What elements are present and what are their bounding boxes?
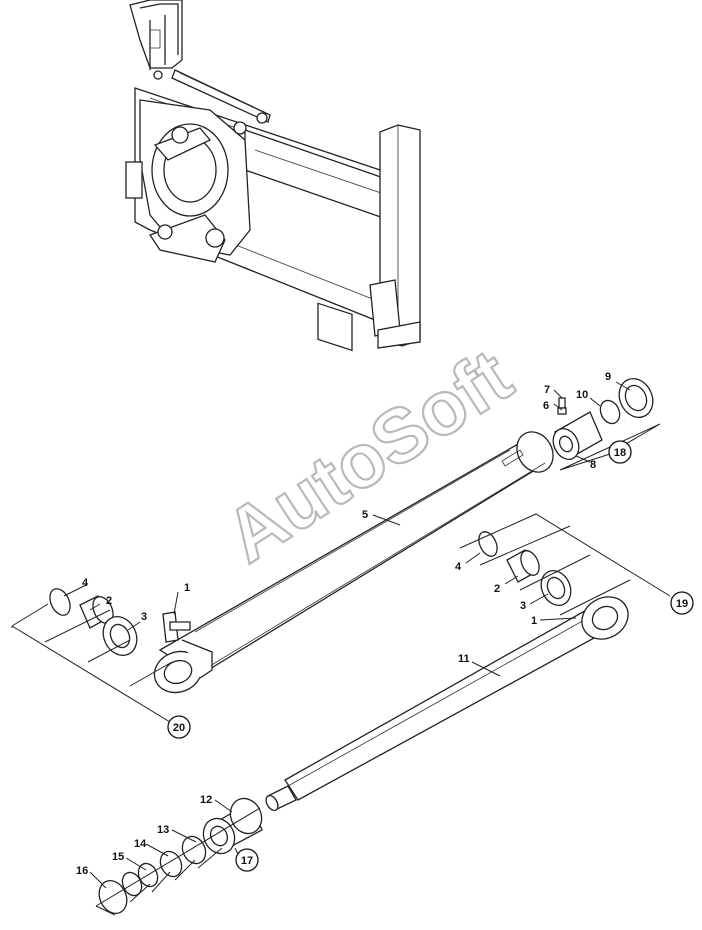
callout-16: 16 — [76, 865, 88, 877]
leader-lines — [11, 381, 671, 916]
svg-text:19: 19 — [676, 598, 688, 610]
callout-14: 14 — [134, 838, 147, 850]
assembly-17: 17 — [235, 848, 259, 872]
piston-rod — [265, 596, 629, 812]
assembly-callouts: 17 18 19 20 — [167, 440, 694, 872]
callout-5: 5 — [362, 509, 368, 521]
svg-text:20: 20 — [173, 722, 185, 734]
callout-2-left: 2 — [106, 595, 112, 607]
svg-text:17: 17 — [241, 855, 253, 867]
assembly-20: 20 — [167, 715, 191, 739]
left-hardware-group — [49, 588, 138, 656]
callout-4-left: 4 — [82, 577, 89, 589]
callout-1-left: 1 — [184, 582, 190, 594]
callout-12: 12 — [200, 794, 212, 806]
callout-labels: 1 4 2 3 5 7 6 9 10 8 4 2 3 1 11 12 13 14… — [76, 371, 611, 877]
callout-9: 9 — [605, 371, 611, 383]
cylinder-barrel — [153, 431, 554, 694]
callout-15: 15 — [112, 851, 124, 863]
callout-3-left: 3 — [141, 611, 147, 623]
callout-4-right: 4 — [455, 561, 462, 573]
callout-11: 11 — [458, 653, 470, 665]
callout-6: 6 — [543, 400, 549, 412]
assembly-19: 19 — [670, 591, 694, 615]
callout-2-right: 2 — [494, 583, 500, 595]
callout-13: 13 — [157, 824, 169, 836]
callout-8: 8 — [590, 459, 596, 471]
callout-10: 10 — [576, 389, 588, 401]
callout-1-right: 1 — [531, 615, 537, 627]
svg-text:18: 18 — [614, 447, 626, 459]
callout-7: 7 — [544, 384, 550, 396]
assembly-18: 18 — [608, 440, 632, 464]
callout-3-right: 3 — [520, 600, 526, 612]
forklift-carriage-overview — [125, 0, 421, 352]
